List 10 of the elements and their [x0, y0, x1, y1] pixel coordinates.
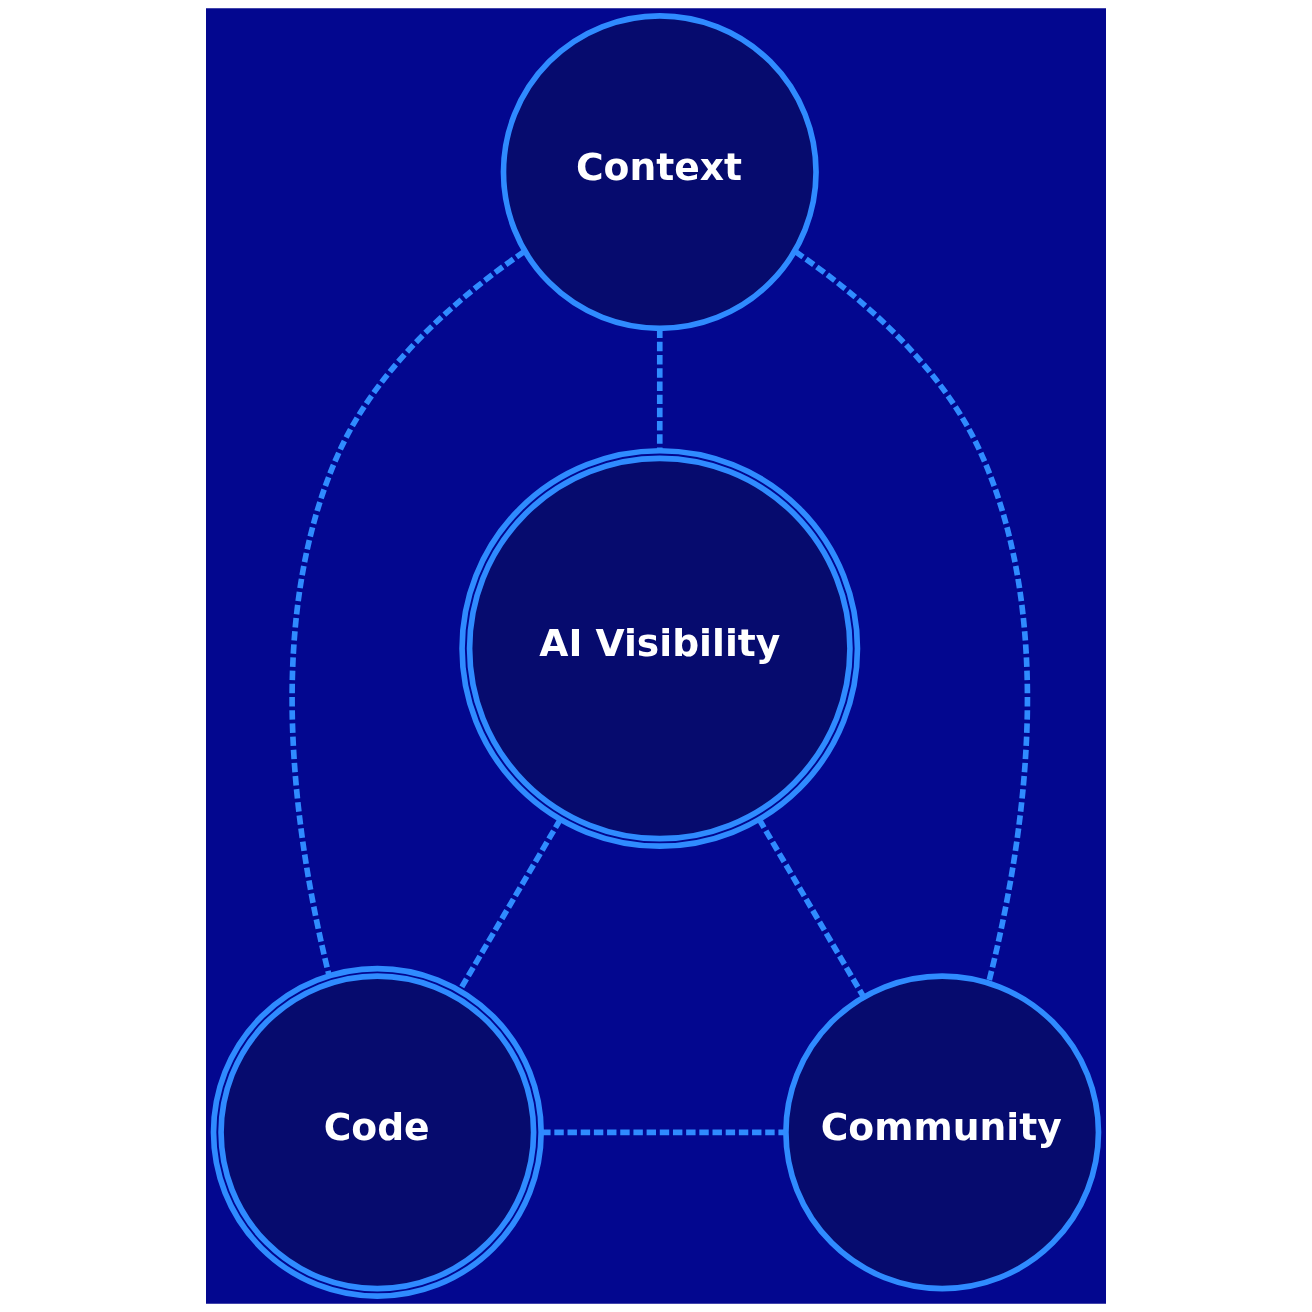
node-circle: Code — [210, 965, 544, 1299]
connector — [656, 328, 663, 451]
connector — [289, 249, 526, 977]
connector — [756, 818, 866, 999]
node-circle: Context — [500, 13, 819, 332]
connector — [793, 249, 1031, 984]
connector — [541, 1129, 786, 1136]
node-circle: Community — [783, 973, 1102, 1292]
node-circle: AI Visibility — [459, 447, 861, 849]
connector — [457, 818, 563, 992]
